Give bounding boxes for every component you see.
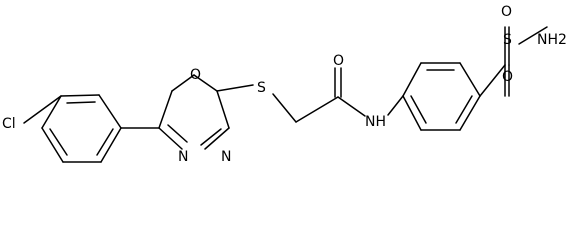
chemical-structure-diagram: Cl O N N S O NH S O O NH2 [2, 4, 567, 165]
sulfonyl-oxygen-bottom-label: O [502, 69, 513, 85]
chlorine-label: Cl [2, 116, 16, 132]
atom-labels: Cl O N N S O NH S O O NH2 [2, 4, 567, 165]
ring-nitrogen-left-label: N [178, 149, 188, 165]
sulfonyl-oxygen-top-label: O [501, 4, 512, 20]
sulfonyl-sulfur-label: S [503, 32, 512, 48]
ring-nitrogen-right-label: N [221, 149, 231, 165]
thioether-sulfur-label: S [257, 80, 266, 96]
bond-lines [23, 26, 548, 163]
amide-nh-label: NH [365, 114, 386, 130]
ring-oxygen-label: O [190, 67, 201, 83]
carbonyl-oxygen-label: O [333, 53, 344, 69]
sulfonamide-nh2-label: NH2 [537, 32, 567, 48]
